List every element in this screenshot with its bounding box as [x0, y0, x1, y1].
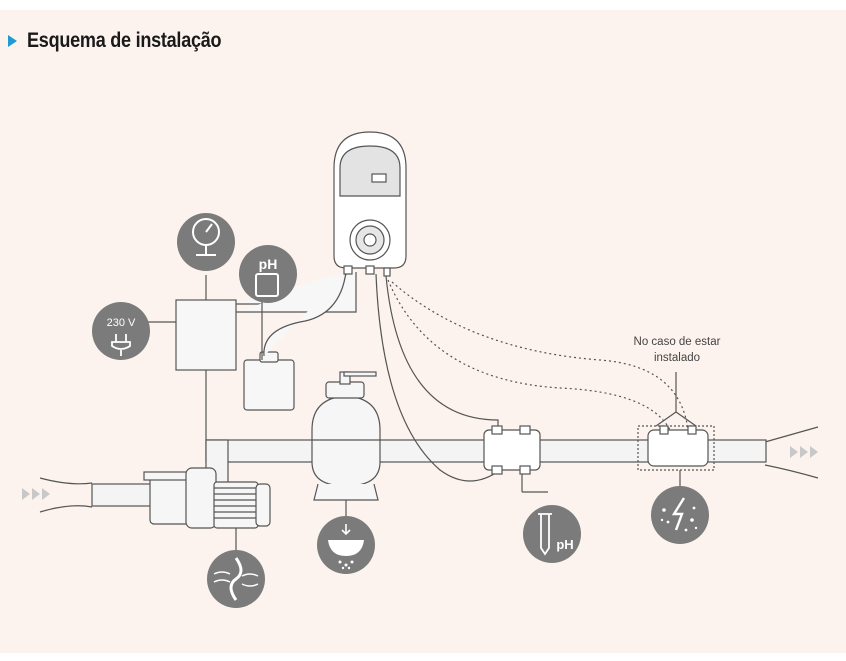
electrolysis-icon-circle: [651, 486, 709, 544]
section-heading: Esquema de instalação: [8, 29, 253, 53]
electrolysis-cell: [637, 372, 715, 471]
installation-note: No caso de estar instalado: [634, 336, 721, 364]
ph-probe-icon-circle: pH: [523, 505, 581, 563]
note-line-1: No caso de estar: [634, 336, 721, 348]
ph-canister-icon: [255, 273, 279, 297]
ph-tank-label: pH: [259, 256, 278, 272]
inflow-lines: [39, 477, 93, 513]
power-icon-circle: 230 V: [92, 302, 150, 360]
ph-canister-circle: pH: [239, 245, 297, 303]
note-line-2: instalado: [654, 352, 700, 364]
page-title: Esquema de instalação: [27, 29, 222, 52]
electrolysis-icon: [671, 497, 686, 531]
voltage-label: 230 V: [107, 317, 136, 329]
dosing-tubes: [375, 273, 689, 493]
ph-probe-label: pH: [556, 537, 573, 552]
pump: [143, 467, 271, 529]
ph-tank: [243, 271, 347, 411]
sand-filter: [311, 371, 381, 501]
inflow-arrows-icon: [22, 488, 50, 500]
ph-probe-holder: [483, 425, 541, 475]
outflow-lines: [764, 426, 819, 479]
filter-strainer-icon: [328, 540, 364, 556]
outflow-arrows-icon: [790, 446, 818, 458]
propeller-icon: [229, 557, 243, 601]
dosing-pump: [333, 131, 407, 277]
ph-syringe-icon: [538, 513, 552, 556]
gauge-icon-circle: [177, 213, 235, 271]
plug-icon: [111, 334, 131, 356]
heading-marker-icon: [8, 35, 17, 47]
filter-icon-circle: [317, 516, 375, 574]
propeller-icon-circle: [207, 550, 265, 608]
